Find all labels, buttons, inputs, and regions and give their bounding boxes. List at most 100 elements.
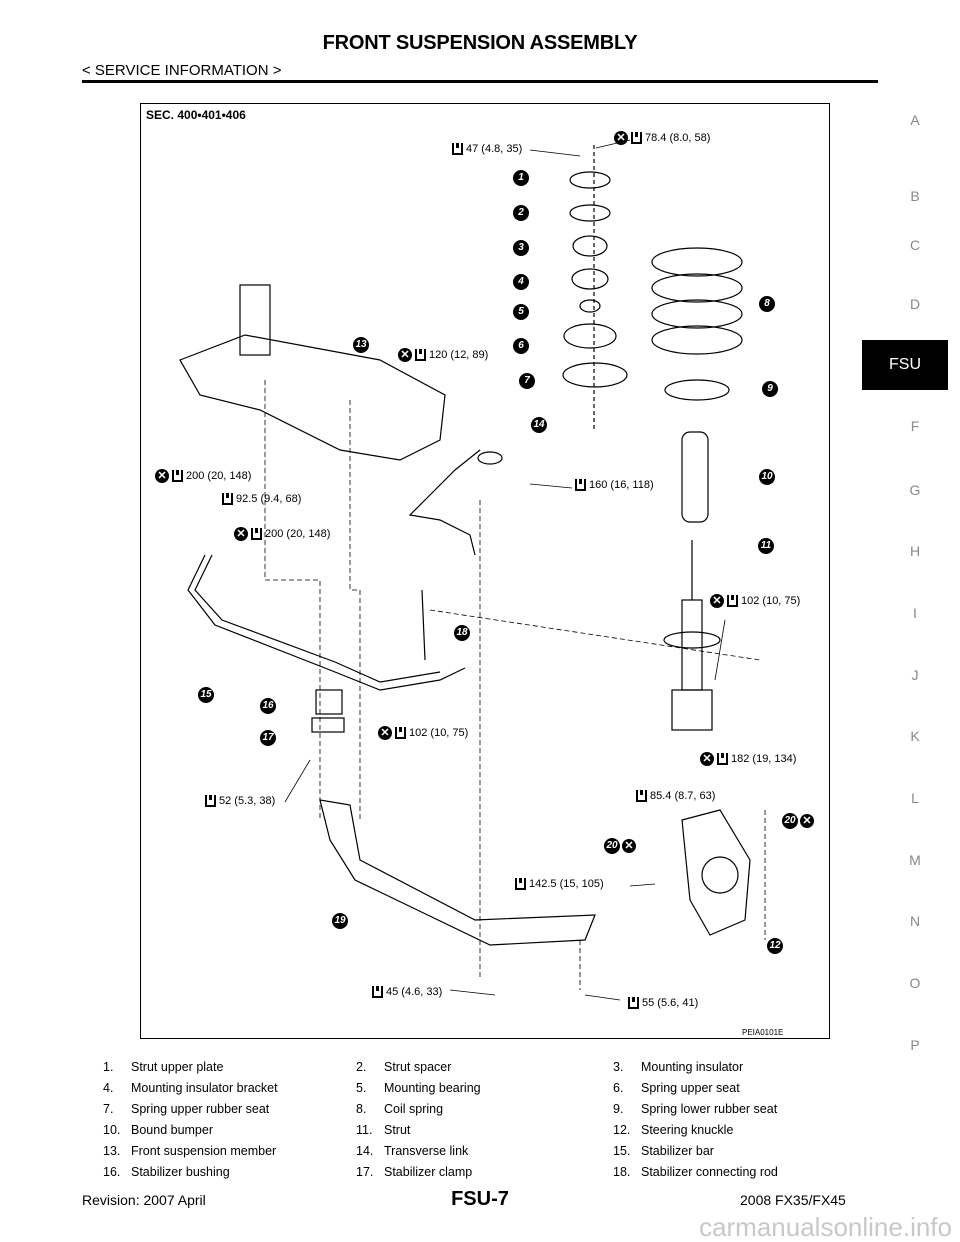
callout-18: 18 bbox=[454, 625, 470, 641]
steering-knuckle bbox=[681, 809, 751, 936]
legend-label: Spring upper seat bbox=[641, 1081, 740, 1095]
legend-item: 10.Bound bumper bbox=[103, 1123, 213, 1137]
torque-spec: ✕200 (20, 148) bbox=[155, 469, 251, 483]
model-text: 2008 FX35/FX45 bbox=[740, 1192, 846, 1208]
cross-member bbox=[319, 799, 596, 946]
callout-7: 7 bbox=[519, 373, 535, 389]
no-reuse-icon: ✕ bbox=[398, 348, 412, 362]
index-tab-j[interactable]: J bbox=[911, 667, 919, 683]
legend-label: Coil spring bbox=[384, 1102, 444, 1116]
torque-spec: 142.5 (15, 105) bbox=[515, 878, 604, 890]
torque-wrench-icon bbox=[628, 997, 639, 1009]
legend-number: 9. bbox=[613, 1102, 624, 1116]
legend-number: 18. bbox=[613, 1165, 631, 1179]
legend-item: 5.Mounting bearing bbox=[356, 1081, 481, 1095]
index-tab-p[interactable]: P bbox=[910, 1037, 920, 1053]
torque-spec: ✕78.4 (8.0, 58) bbox=[614, 131, 710, 145]
index-tab-fsu[interactable]: FSU bbox=[862, 340, 948, 390]
revision-text: Revision: 2007 April bbox=[82, 1192, 206, 1208]
torque-spec: ✕ 200 (20, 148) bbox=[234, 527, 330, 541]
callout-20: 20 bbox=[604, 838, 620, 854]
torque-spec: ✕182 (19, 134) bbox=[700, 752, 796, 766]
legend-label: Steering knuckle bbox=[641, 1123, 734, 1137]
index-tab-b[interactable]: B bbox=[910, 188, 920, 204]
legend-item: 8.Coil spring bbox=[356, 1102, 443, 1116]
legend-number: 4. bbox=[103, 1081, 114, 1095]
legend-number: 13. bbox=[103, 1144, 121, 1158]
torque-value: 85.4 (8.7, 63) bbox=[650, 790, 716, 802]
legend-item: 12. Steering knuckle bbox=[613, 1123, 733, 1137]
index-tab-k[interactable]: K bbox=[910, 728, 920, 744]
torque-wrench-icon bbox=[222, 493, 233, 505]
legend-number: 6. bbox=[613, 1081, 624, 1095]
torque-wrench-icon bbox=[727, 595, 738, 607]
page-title: FRONT SUSPENSION ASSEMBLY bbox=[322, 32, 638, 54]
legend-label: Spring upper rubber seat bbox=[131, 1102, 270, 1116]
torque-value: 52 (5.3, 38) bbox=[219, 795, 276, 807]
index-tab-l[interactable]: L bbox=[911, 790, 919, 806]
torque-wrench-icon bbox=[452, 143, 463, 155]
legend-label: Strut bbox=[384, 1123, 411, 1137]
index-tab-g[interactable]: G bbox=[909, 482, 921, 498]
index-tab-i[interactable]: I bbox=[913, 605, 917, 621]
no-reuse-icon: ✕ bbox=[234, 527, 248, 541]
no-reuse-icon: ✕ bbox=[614, 131, 628, 145]
watermark: carmanualsonline.info bbox=[699, 1212, 952, 1242]
index-tab-d[interactable]: D bbox=[909, 296, 921, 312]
torque-wrench-icon bbox=[395, 727, 406, 739]
legend-number: 17. bbox=[356, 1165, 374, 1179]
no-reuse-icon: ✕ bbox=[622, 839, 636, 853]
torque-wrench-icon bbox=[415, 349, 426, 361]
legend-item: 11. Strut bbox=[356, 1123, 410, 1137]
coil-spring bbox=[651, 247, 743, 401]
torque-value: 200 (20, 148) bbox=[265, 528, 331, 540]
page-number: FSU-7 bbox=[451, 1188, 509, 1210]
index-tab-o[interactable]: O bbox=[909, 975, 921, 991]
bound-bumper bbox=[681, 431, 709, 523]
legend-item: 16.Stabilizer bushing bbox=[103, 1165, 230, 1179]
torque-spec: ✕102 (10, 75) bbox=[378, 726, 468, 740]
torque-value: 102 (10, 75) bbox=[741, 595, 801, 607]
legend-label: Strut upper plate bbox=[131, 1060, 224, 1074]
index-tab-a[interactable]: A bbox=[910, 112, 920, 128]
torque-spec: 45 (4.6, 33) bbox=[372, 986, 442, 998]
index-tab-f[interactable]: F bbox=[910, 418, 920, 434]
index-tab-h[interactable]: H bbox=[909, 543, 921, 559]
strut-top-parts bbox=[562, 145, 628, 430]
torque-value: 200 (20, 148) bbox=[186, 470, 252, 482]
torque-wrench-icon bbox=[717, 753, 728, 765]
header-divider bbox=[82, 80, 878, 83]
callout-1: 1 bbox=[513, 170, 529, 186]
index-tab-c[interactable]: C bbox=[909, 237, 921, 253]
torque-value: 102 (10, 75) bbox=[409, 727, 469, 739]
torque-spec: 47 (4.8, 35) bbox=[452, 143, 522, 155]
torque-wrench-icon bbox=[631, 132, 642, 144]
legend-item: 7.Spring upper rubber seat bbox=[103, 1102, 269, 1116]
callout-15: 15 bbox=[198, 687, 214, 703]
legend-number: 11. bbox=[356, 1123, 373, 1137]
torque-spec: 85.4 (8.7, 63) bbox=[636, 790, 715, 802]
legend-label: Stabilizer clamp bbox=[384, 1165, 473, 1179]
legend-item: 13.Front suspension member bbox=[103, 1144, 276, 1158]
callout-8: 8 bbox=[759, 296, 775, 312]
exploded-diagram bbox=[140, 103, 830, 1039]
legend-number: 10. bbox=[103, 1123, 121, 1137]
torque-value: 120 (12, 89) bbox=[429, 349, 489, 361]
legend-item: 18.Stabilizer connecting rod bbox=[613, 1165, 778, 1179]
legend-number: 3. bbox=[613, 1060, 624, 1074]
index-tab-n[interactable]: N bbox=[909, 913, 921, 929]
no-reuse-icon: ✕ bbox=[800, 814, 814, 828]
legend-label: Mounting insulator bracket bbox=[131, 1081, 278, 1095]
legend-item: 2.Strut spacer bbox=[356, 1060, 451, 1074]
legend-number: 12. bbox=[613, 1123, 631, 1137]
index-tab-m[interactable]: M bbox=[909, 852, 921, 868]
torque-spec: ✕ 120 (12, 89) bbox=[398, 348, 488, 362]
legend-item: 3.Mounting insulator bbox=[613, 1060, 743, 1074]
callout-20: 20 bbox=[782, 813, 798, 829]
transverse-link bbox=[408, 449, 503, 556]
callout-5: 5 bbox=[513, 304, 529, 320]
callout-17: 17 bbox=[260, 730, 276, 746]
callout-4: 4 bbox=[513, 274, 529, 290]
